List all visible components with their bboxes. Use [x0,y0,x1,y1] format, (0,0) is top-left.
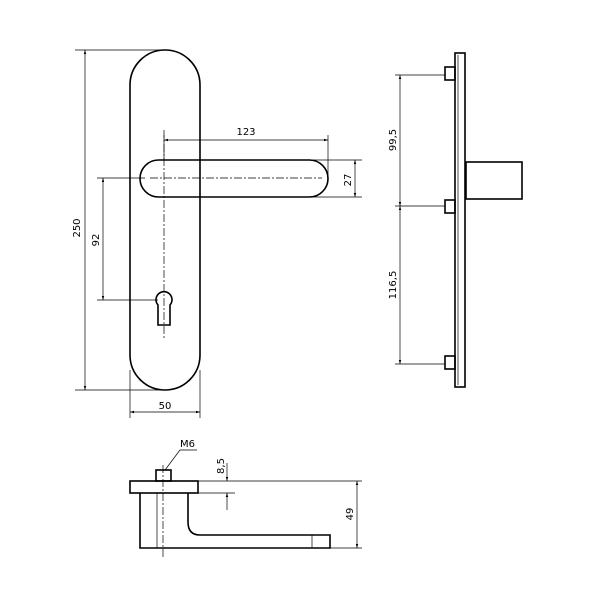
dim-123: 123 [236,127,255,138]
dim-50: 50 [159,401,172,412]
dim-116-5: 116,5 [388,271,399,300]
lever-profile [139,493,331,549]
rosette [129,480,199,494]
dim-250: 250 [72,218,83,237]
spindle [465,161,523,200]
boss [444,199,456,214]
dim-99-5: 99,5 [388,129,399,151]
dim-49: 49 [345,508,356,521]
boss [444,355,456,370]
lever [139,159,329,198]
top-view: M6 8,5 49 [129,439,362,558]
front-view: 250 123 27 92 50 [72,49,362,418]
dim-92: 92 [91,234,102,247]
dim-27: 27 [343,174,354,187]
backplate [129,49,201,391]
side-view: 99,5 116,5 [388,52,523,388]
label-m6: M6 [180,439,195,450]
dim-8-5: 8,5 [216,458,227,474]
screw-boss [155,469,172,482]
side-plate [454,52,466,388]
boss [444,66,456,81]
